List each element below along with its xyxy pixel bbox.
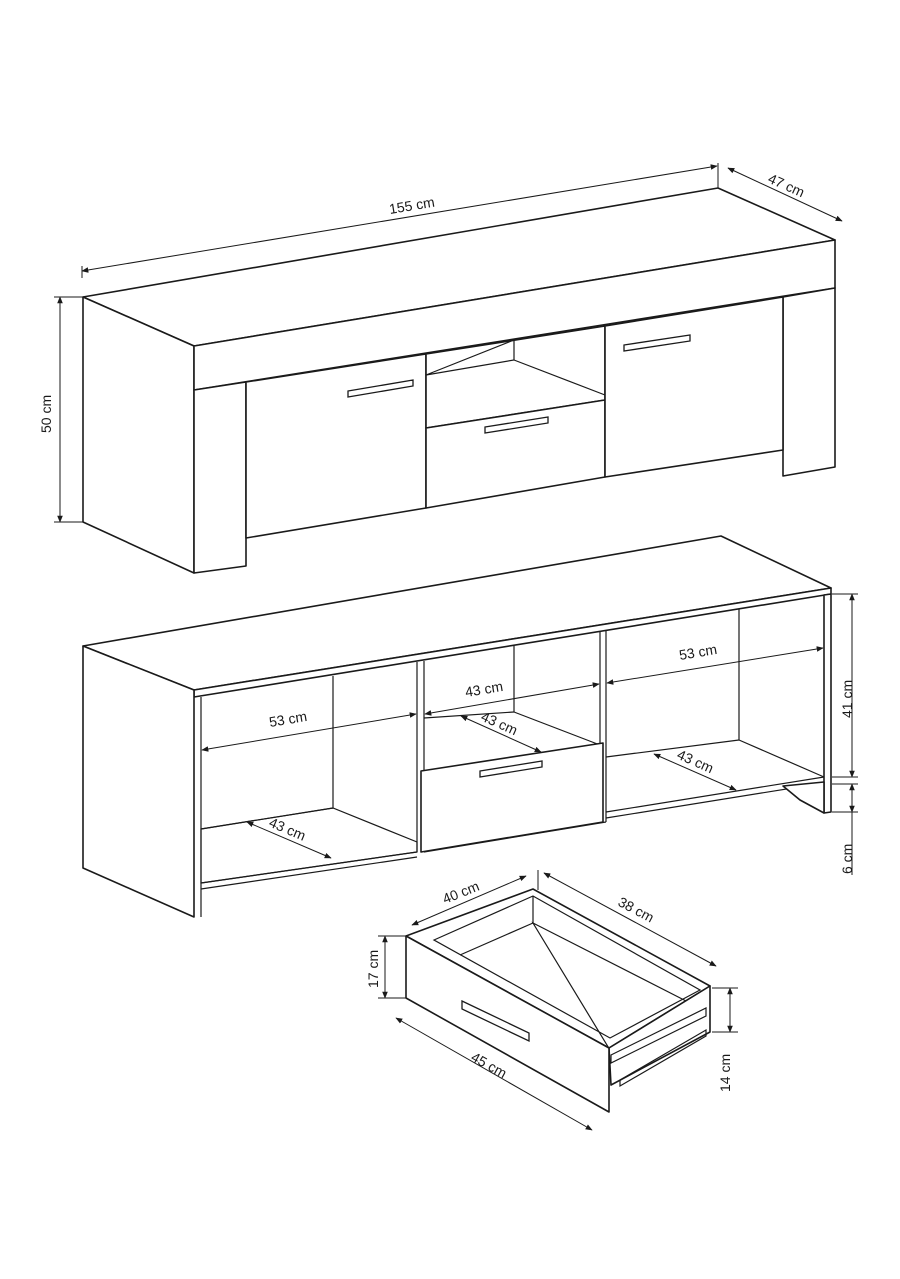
dim-leg-height: 6 cm [832, 783, 858, 875]
dim-drawer-side-height: 14 cm [712, 987, 738, 1092]
label-drawer-inner-width: 38 cm [616, 894, 657, 926]
dim-left-depth: 43 cm [246, 814, 332, 859]
closed-cabinet-view [82, 187, 836, 574]
label-leg-height: 6 cm [839, 844, 855, 874]
label-drawer-side-height: 14 cm [717, 1054, 733, 1092]
label-drawer-depth: 40 cm [440, 878, 481, 907]
label-height: 50 cm [38, 395, 54, 433]
dim-height: 50 cm [38, 296, 83, 523]
label-depth: 47 cm [766, 170, 807, 200]
dim-middle-width: 43 cm [424, 678, 600, 716]
label-left-width: 53 cm [268, 708, 308, 730]
label-middle-width: 43 cm [464, 678, 504, 700]
open-cabinet-view [82, 535, 832, 918]
label-drawer-front-height: 17 cm [365, 950, 381, 988]
label-interior-height: 41 cm [839, 680, 855, 718]
drawer-view [405, 888, 711, 1113]
dim-right-depth: 43 cm [653, 746, 737, 791]
dim-left-width: 53 cm [201, 708, 417, 752]
dim-interior-height: 41 cm [832, 593, 858, 778]
label-width: 155 cm [388, 194, 436, 217]
dim-right-width: 53 cm [606, 641, 824, 685]
label-right-width: 53 cm [678, 641, 718, 663]
dim-drawer-front-height: 17 cm [365, 935, 406, 999]
dim-width: 155 cm [81, 163, 719, 278]
